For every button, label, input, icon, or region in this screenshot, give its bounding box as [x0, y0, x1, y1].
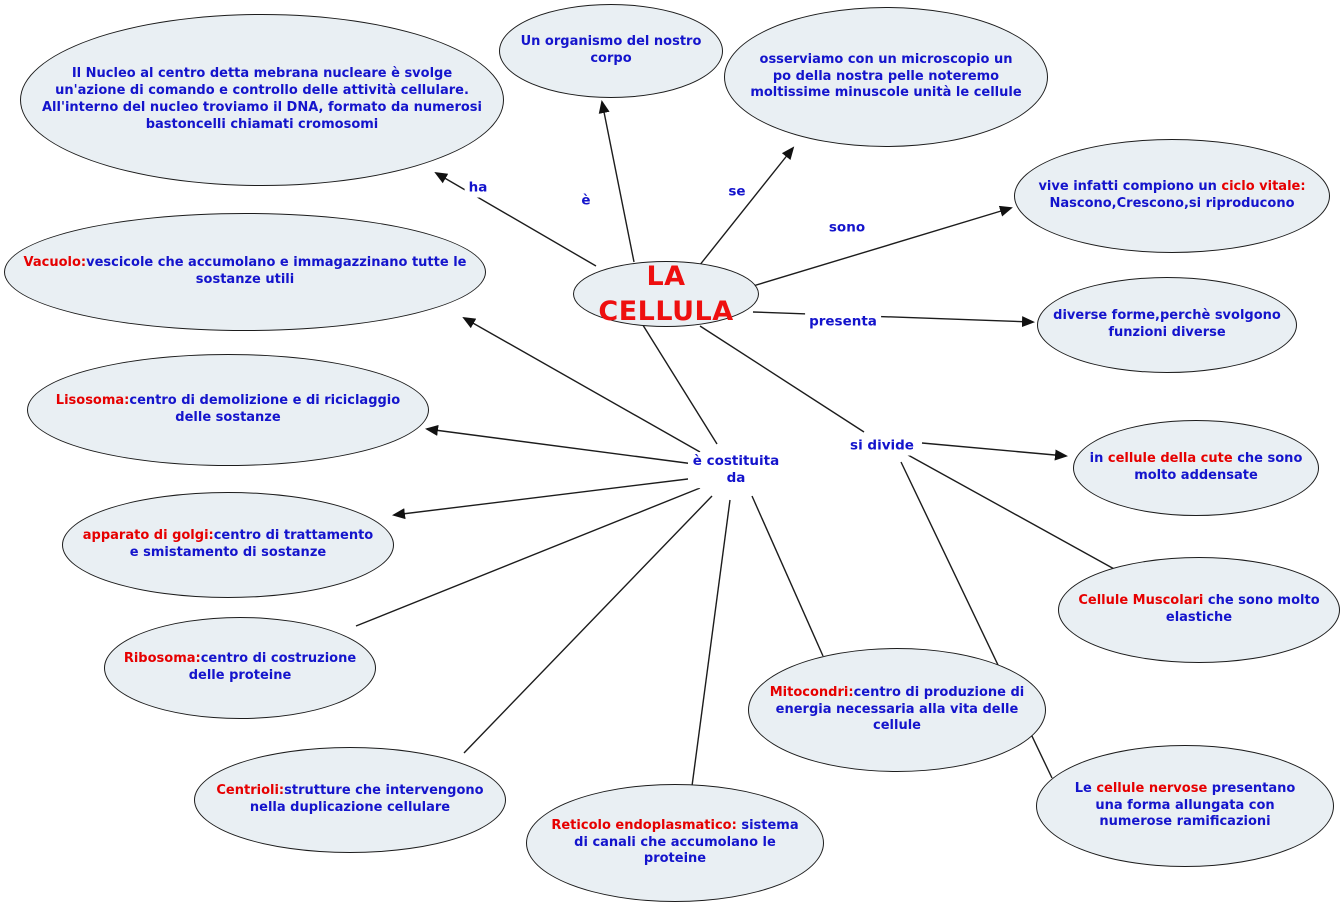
- edge-costituita-mitocondri: [751, 495, 824, 657]
- edge-costituita-centrioli: [463, 495, 713, 754]
- edge-label-sono[interactable]: sono: [824, 218, 870, 238]
- node-microscopio[interactable]: osserviamo con un microscopio un po dell…: [724, 7, 1048, 147]
- node-keyword: Vacuolo:: [23, 255, 87, 271]
- node-ribosoma[interactable]: Ribosoma:centro di costruzione delle pro…: [104, 617, 376, 719]
- node-nucleo[interactable]: Il Nucleo al centro detta mebrana nuclea…: [20, 14, 504, 186]
- node-text: Il Nucleo al centro detta mebrana nuclea…: [41, 66, 482, 132]
- node-text: osserviamo con un microscopio un po dell…: [750, 51, 1022, 101]
- node-lisosoma[interactable]: Lisosoma:centro di demolizione e di rici…: [27, 354, 429, 466]
- node-text: che sono molto addensate: [1134, 451, 1303, 483]
- edge-cellula-nucleo: [434, 171, 597, 267]
- edge-cellula-ciclo: [752, 205, 1013, 287]
- node-ciclo-vitale[interactable]: vive infatti compiono un ciclo vitale: N…: [1014, 139, 1330, 253]
- edge-label-e[interactable]: è: [577, 191, 595, 211]
- edge-costituita-reticolo: [691, 499, 731, 787]
- edge-costituita-lisosoma: [425, 424, 695, 465]
- node-vacuolo[interactable]: Vacuolo:vescicole che accumolano e immag…: [4, 213, 486, 331]
- node-apparato-golgi[interactable]: apparato di golgi:centro di trattamento …: [62, 492, 394, 598]
- node-text: centro di costruzione delle proteine: [188, 651, 357, 683]
- node-organismo[interactable]: Un organismo del nostro corpo: [499, 4, 723, 98]
- edge-label-e-costituita-da[interactable]: è costituita da: [688, 452, 784, 488]
- node-la-cellula[interactable]: LA CELLULA: [573, 261, 759, 327]
- node-text: che sono molto elastiche: [1165, 593, 1320, 625]
- node-text: centro di produzione di energia necessar…: [775, 684, 1025, 734]
- node-keyword: Centrioli:: [216, 783, 285, 799]
- edge-sidivide-muscolari: [907, 454, 1117, 571]
- node-mitocondri[interactable]: Mitocondri:centro di produzione di energ…: [748, 648, 1046, 772]
- edge-costituita-golgi: [392, 477, 697, 520]
- node-keyword: Lisosoma:: [55, 393, 130, 409]
- node-keyword: cellule nervose: [1096, 780, 1208, 796]
- edge-cellula-sidivide: [699, 325, 865, 433]
- edge-cellula-diverse: [752, 311, 1035, 328]
- node-reticolo[interactable]: Reticolo endoplasmatico: sistema di cana…: [526, 784, 824, 902]
- edge-cellula-microscopio: [698, 146, 795, 267]
- node-text: presentano una forma allungata con numer…: [1095, 780, 1296, 830]
- node-keyword: Ribosoma:: [123, 651, 201, 667]
- edge-label-ha[interactable]: ha: [464, 178, 492, 198]
- edge-sidivide-cute: [921, 442, 1068, 461]
- map-title: LA CELLULA: [598, 260, 734, 327]
- edge-cellula-organismo: [598, 100, 635, 263]
- edge-label-se[interactable]: se: [724, 182, 750, 202]
- edge-label-si-divide[interactable]: si divide: [846, 436, 918, 456]
- node-keyword: Reticolo endoplasmatico:: [551, 817, 737, 833]
- node-cellule-muscolari[interactable]: Cellule Muscolari che sono molto elastic…: [1058, 557, 1340, 663]
- edge-label-presenta[interactable]: presenta: [805, 312, 881, 332]
- node-keyword: Mitocondri:: [769, 684, 854, 700]
- node-keyword: Cellule Muscolari: [1078, 593, 1204, 609]
- node-keyword: apparato di golgi:: [82, 528, 214, 544]
- node-keyword: cellule della cute: [1107, 451, 1233, 467]
- edge-costituita-ribosoma: [355, 487, 701, 627]
- node-text: centro di demolizione e di riciclaggio d…: [129, 393, 401, 425]
- node-cellule-nervose[interactable]: Le cellule nervose presentano una forma …: [1036, 745, 1334, 867]
- node-text: centro di trattamento e smistamento di s…: [129, 528, 374, 560]
- edge-costituita-vacuolo: [462, 317, 701, 453]
- node-text: sistema di canali che accumolano le prot…: [574, 817, 799, 867]
- node-diverse-forme[interactable]: diverse forme,perchè svolgono funzioni d…: [1037, 277, 1297, 373]
- node-text: strutture che intervengono nella duplica…: [249, 783, 484, 815]
- node-text: vescicole che accumolano e immagazzinano…: [86, 255, 467, 287]
- node-text: Nascono,Crescono,si riproducono: [1049, 196, 1295, 211]
- node-cellule-cute[interactable]: in cellule della cute che sono molto add…: [1073, 420, 1319, 516]
- node-centrioli[interactable]: Centrioli:strutture che intervengono nel…: [194, 747, 506, 853]
- node-keyword: ciclo vitale:: [1221, 179, 1306, 195]
- node-text: Un organismo del nostro corpo: [520, 34, 702, 66]
- node-text: Le: [1074, 780, 1097, 796]
- node-text: vive infatti compiono un: [1038, 179, 1222, 195]
- node-text: in: [1089, 451, 1108, 467]
- edge-cellula-costituita: [640, 321, 718, 445]
- node-text: diverse forme,perchè svolgono funzioni d…: [1053, 308, 1281, 340]
